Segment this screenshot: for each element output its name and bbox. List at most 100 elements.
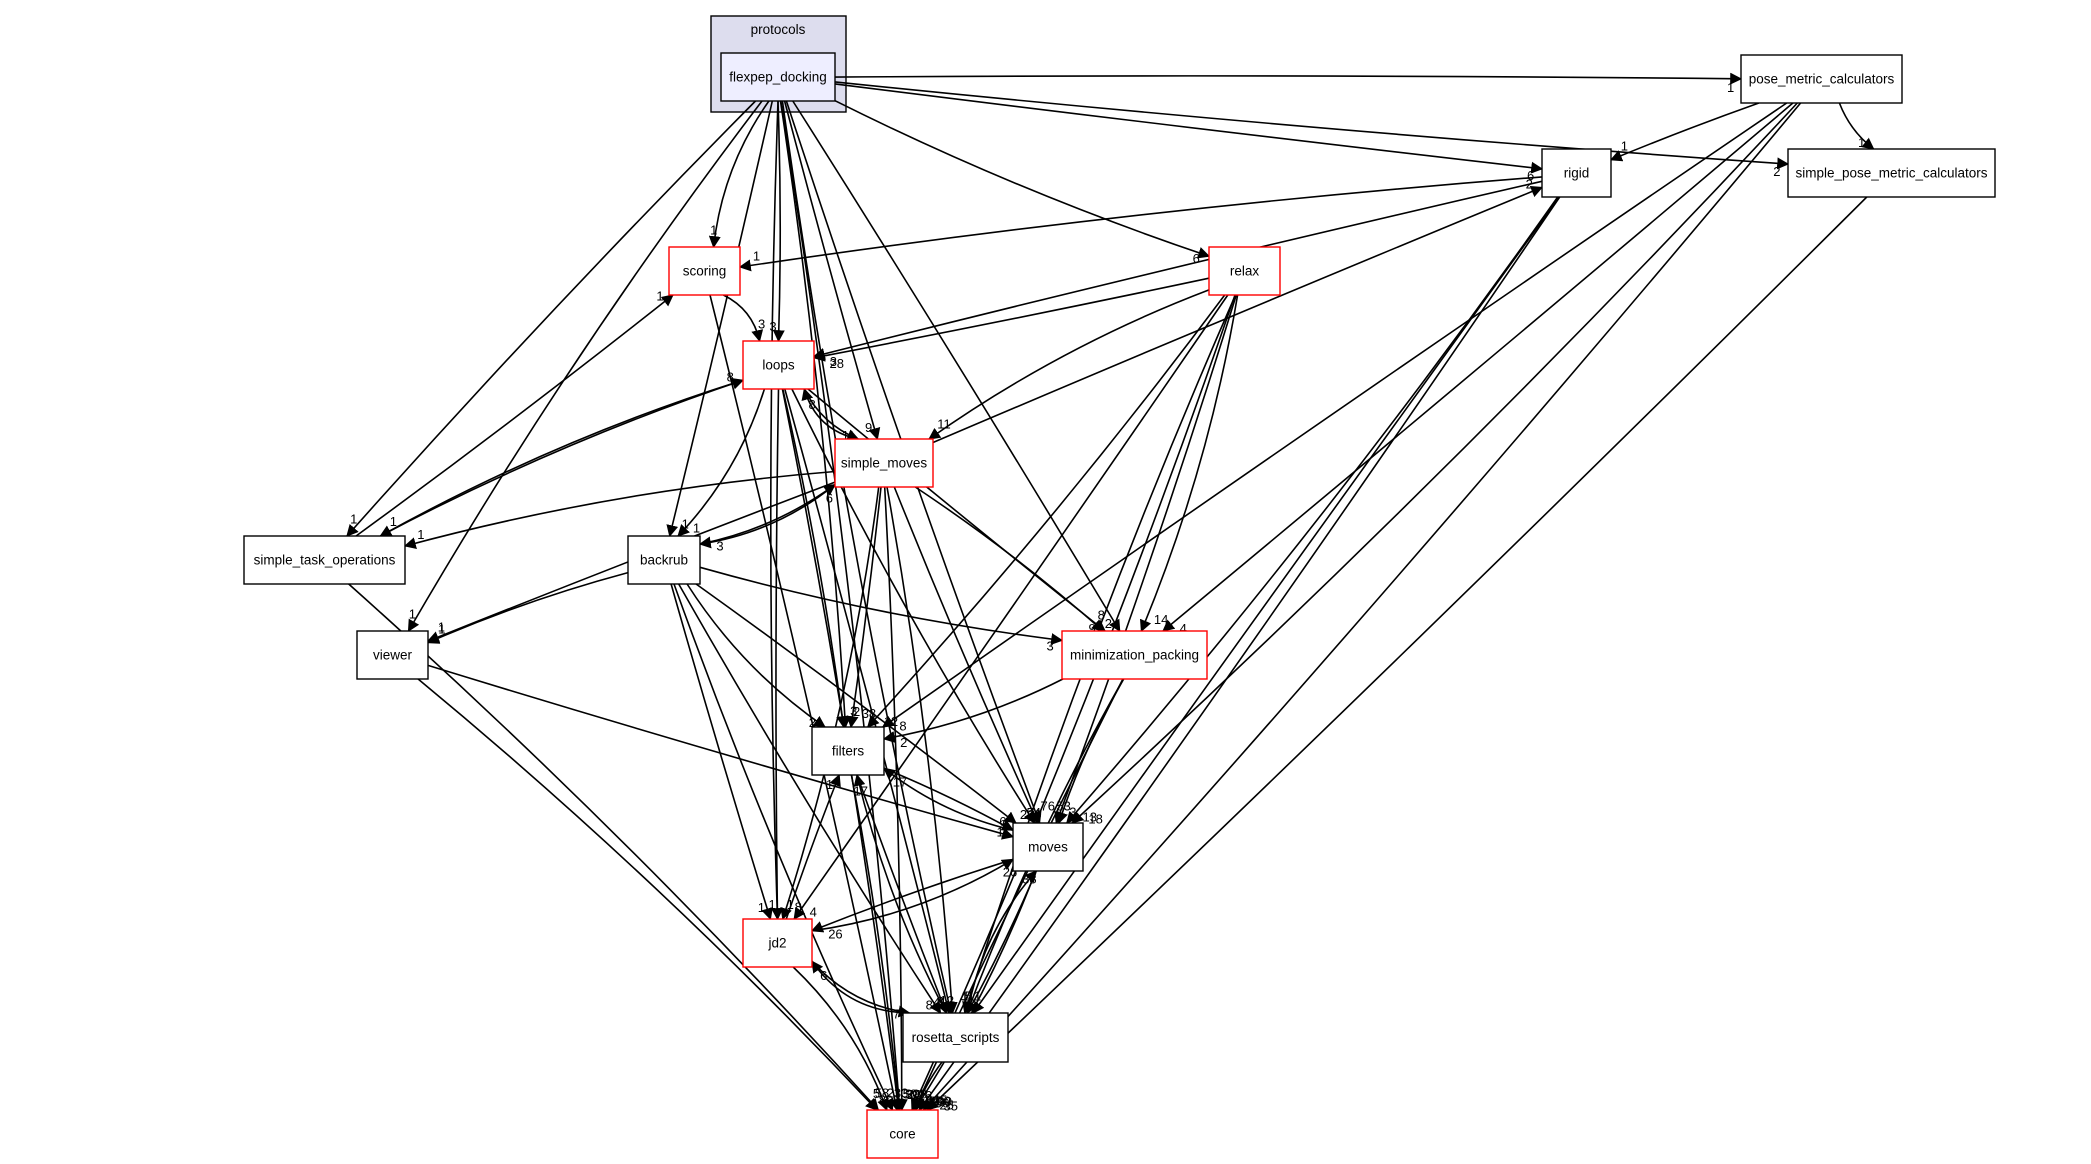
edge-label-simple_moves-to-loops[interactable]: 8 bbox=[809, 397, 816, 412]
node-core[interactable]: core bbox=[866, 1109, 939, 1159]
node-label[interactable]: backrub bbox=[640, 553, 688, 568]
node-box[interactable] bbox=[834, 438, 934, 488]
edge-label-simple_pose_metric_calculators-to-core[interactable]: 35 bbox=[944, 1099, 958, 1114]
node-box[interactable] bbox=[1012, 822, 1084, 872]
edge-label-flexpep_docking-to-moves[interactable]: 54 bbox=[1027, 805, 1041, 820]
edge-label-filters-to-core[interactable]: 34 bbox=[906, 1087, 920, 1102]
edge-loops-to-backrub[interactable] bbox=[677, 388, 766, 537]
edge-label-rigid-to-core[interactable]: 56 bbox=[935, 1096, 949, 1111]
edge-label-rigid-to-scoring[interactable]: 1 bbox=[753, 249, 760, 264]
node-label[interactable]: relax bbox=[1230, 264, 1260, 279]
node-box[interactable] bbox=[742, 340, 815, 390]
edge-label-rigid-to-loops[interactable]: 3 bbox=[830, 354, 837, 369]
edge-relax-to-simple_moves[interactable] bbox=[928, 289, 1210, 440]
edge-simple_task_operations-to-loops[interactable] bbox=[380, 377, 745, 537]
edge-rigid-to-scoring[interactable] bbox=[738, 176, 1543, 272]
edge-label-loops-to-moves[interactable]: 260 bbox=[1020, 807, 1042, 822]
edge-label-simple_moves-to-simple_task_operations[interactable]: 1 bbox=[417, 527, 424, 542]
edge-label-relax-to-jd2[interactable]: 4 bbox=[810, 905, 817, 920]
edge-label-viewer-to-moves[interactable]: 6 bbox=[1002, 816, 1009, 831]
node-box[interactable] bbox=[902, 1012, 1009, 1063]
edge-label-simple_moves-to-viewer[interactable]: 1 bbox=[438, 620, 445, 635]
edge-label-flexpep_docking-to-jd2[interactable]: 1 bbox=[769, 897, 776, 912]
edge-label-loops-to-simple_task_operations[interactable]: 1 bbox=[390, 514, 397, 529]
edge-pose_metric_calculators-to-simple_pose_metric_calculators[interactable] bbox=[1838, 102, 1875, 150]
node-label[interactable]: scoring bbox=[683, 264, 727, 279]
node-label[interactable]: filters bbox=[832, 744, 865, 759]
node-label[interactable]: simple_pose_metric_calculators bbox=[1795, 166, 1987, 181]
edge-loops-to-simple_task_operations[interactable] bbox=[379, 379, 744, 537]
edge-label-simple_task_operations-to-loops[interactable]: 8 bbox=[727, 370, 734, 385]
edge-rigid-to-rosetta_scripts[interactable] bbox=[972, 196, 1560, 1014]
node-label[interactable]: flexpep_docking bbox=[729, 70, 827, 85]
edge-simple_task_operations-to-scoring[interactable] bbox=[355, 294, 674, 537]
edge-label-backrub-to-jd2[interactable]: 1 bbox=[758, 900, 765, 915]
node-backrub[interactable]: backrub bbox=[627, 535, 701, 585]
edge-label-flexpep_docking-to-minimization_packing[interactable]: 2 bbox=[1105, 616, 1112, 631]
edge-label-simple_moves-to-backrub[interactable]: 3 bbox=[716, 539, 723, 554]
edge-backrub-to-rosetta_scripts[interactable] bbox=[678, 583, 942, 1015]
edge-simple_moves-to-simple_task_operations[interactable] bbox=[403, 470, 836, 549]
edge-jd2-to-core[interactable] bbox=[792, 966, 889, 1112]
edge-label-simple_task_operations-to-core[interactable]: 58 bbox=[875, 1086, 889, 1101]
node-label[interactable]: core bbox=[889, 1127, 915, 1142]
edge-label-simple_task_operations-to-scoring[interactable]: 1 bbox=[656, 288, 663, 303]
edge-label-simple_moves-to-core[interactable]: 326 bbox=[910, 1088, 932, 1103]
edge-flexpep_docking-to-rosetta_scripts[interactable] bbox=[781, 100, 955, 1015]
edge-label-flexpep_docking-to-viewer[interactable]: 1 bbox=[409, 606, 416, 621]
edge-label-minimization_packing-to-rosetta_scripts[interactable]: 5 bbox=[965, 989, 972, 1004]
edge-flexpep_docking-to-minimization_packing[interactable] bbox=[792, 100, 1121, 633]
edge-label-simple_moves-to-filters[interactable]: 38 bbox=[862, 706, 876, 721]
edge-label-relax-to-loops[interactable]: 28 bbox=[830, 356, 844, 371]
edge-label-relax-to-core[interactable]: 245 bbox=[926, 1092, 948, 1107]
edge-relax-to-minimization_packing[interactable] bbox=[1139, 294, 1239, 633]
edge-label-flexpep_docking-to-relax[interactable]: 6 bbox=[1193, 251, 1200, 266]
edge-rigid-to-core[interactable] bbox=[918, 196, 1561, 1111]
edge-label-pose_metric_calculators-to-simple_pose_metric_calculators[interactable]: 1 bbox=[1858, 135, 1865, 150]
edge-moves-to-jd2[interactable] bbox=[810, 858, 1014, 933]
edge-label-backrub-to-simple_moves[interactable]: 6 bbox=[826, 491, 833, 506]
edge-minimization_packing-to-filters[interactable] bbox=[882, 678, 1064, 743]
edge-relax-to-filters[interactable] bbox=[866, 294, 1226, 728]
edge-jd2-to-moves[interactable] bbox=[811, 858, 1015, 932]
edge-jd2-to-filters[interactable] bbox=[785, 773, 841, 920]
edge-backrub-to-simple_moves[interactable] bbox=[699, 483, 836, 545]
edge-label-pose_metric_calculators-to-minimization_packing[interactable]: 4 bbox=[1180, 621, 1187, 636]
edge-label-filters-to-rosetta_scripts[interactable]: 4 bbox=[933, 995, 940, 1010]
node-box[interactable] bbox=[811, 726, 885, 776]
edge-moves-to-core[interactable] bbox=[914, 870, 1037, 1112]
edge-label-loops-to-core[interactable]: 308 bbox=[905, 1087, 927, 1102]
edge-label-rosetta_scripts-to-filters[interactable]: 17 bbox=[854, 783, 868, 798]
edge-relax-to-jd2[interactable] bbox=[793, 294, 1229, 920]
node-rosetta_scripts[interactable]: rosetta_scripts bbox=[902, 1012, 1009, 1063]
node-minimization_packing[interactable]: minimization_packing bbox=[1061, 630, 1208, 680]
edge-label-minimization_packing-to-moves[interactable]: 53 bbox=[1056, 799, 1070, 814]
edge-label-moves-to-core[interactable]: 400 bbox=[929, 1094, 951, 1109]
edge-label-loops-to-minimization_packing[interactable]: 9 bbox=[1089, 621, 1096, 636]
edge-label-backrub-to-rosetta_scripts[interactable]: 8 bbox=[926, 998, 933, 1013]
edge-label-flexpep_docking-to-core[interactable]: 28 bbox=[907, 1087, 921, 1102]
edge-simple_moves-to-moves[interactable] bbox=[893, 486, 1039, 825]
node-box[interactable] bbox=[866, 1109, 939, 1159]
edge-viewer-to-moves[interactable] bbox=[427, 664, 1015, 840]
node-label[interactable]: simple_task_operations bbox=[254, 553, 396, 568]
edge-label-flexpep_docking-to-loops[interactable]: 3 bbox=[769, 319, 776, 334]
node-box[interactable] bbox=[1787, 148, 1996, 198]
edge-loops-to-filters[interactable] bbox=[782, 388, 849, 729]
edge-label-flexpep_docking-to-filters[interactable]: 2 bbox=[853, 704, 860, 719]
edge-label-simple_moves-to-minimization_packing[interactable]: 8 bbox=[1098, 607, 1105, 622]
edge-label-flexpep_docking-to-scoring[interactable]: 1 bbox=[710, 223, 717, 238]
edge-rosetta_scripts-to-moves[interactable] bbox=[966, 870, 1038, 1014]
edge-label-backrub-to-minimization_packing[interactable]: 3 bbox=[1047, 638, 1054, 653]
edge-label-rosetta_scripts-to-jd2[interactable]: 6 bbox=[820, 968, 827, 983]
edge-label-simple_moves-to-rigid[interactable]: 2 bbox=[1526, 177, 1533, 192]
edge-label-jd2-to-rosetta_scripts[interactable]: 7 bbox=[893, 1006, 900, 1021]
edge-label-simple_moves-to-jd2[interactable]: 8 bbox=[795, 899, 802, 914]
node-pose_metric_calculators[interactable]: pose_metric_calculators bbox=[1740, 54, 1903, 104]
edge-label-flexpep_docking-to-pose_metric_calculators[interactable]: 1 bbox=[1727, 80, 1734, 95]
edge-flexpep_docking-to-simple_pose_metric_calculators[interactable] bbox=[834, 81, 1790, 170]
edge-flexpep_docking-to-viewer[interactable] bbox=[407, 100, 763, 633]
edge-label-backrub-to-filters[interactable]: 2 bbox=[809, 715, 816, 730]
node-rigid[interactable]: rigid bbox=[1541, 148, 1612, 198]
edge-flexpep_docking-to-jd2[interactable] bbox=[769, 100, 784, 921]
